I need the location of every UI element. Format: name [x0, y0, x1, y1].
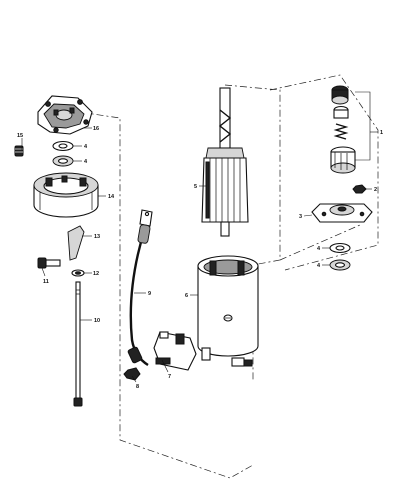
- leader-3: [303, 214, 313, 217]
- end-cap-hole: [53, 127, 59, 133]
- callout-4b: 4: [84, 159, 88, 165]
- bolt-shank: [45, 259, 61, 267]
- callout-13: 13: [94, 234, 100, 240]
- end-cap-hole: [77, 99, 83, 105]
- cable-terminal-bottom: [127, 346, 143, 364]
- brush-slot: [45, 177, 53, 187]
- through-bolt: [73, 281, 83, 407]
- drive-assembly: [311, 85, 373, 271]
- stop-nut-bottom: [331, 95, 349, 105]
- armature: [201, 87, 249, 237]
- callout-labels: 16 15 4 4 14 13 11 12 10 9 8 7 6 5 1 2 3…: [17, 126, 383, 390]
- callout-2: 2: [374, 187, 377, 193]
- leader-8: [131, 375, 137, 383]
- left-washers: [52, 140, 74, 167]
- drive-head-hole: [321, 211, 327, 217]
- leader-1-bracket: [355, 91, 371, 161]
- bracket-tab: [159, 331, 169, 339]
- small-washer-hole: [75, 271, 81, 275]
- housing-terminal: [243, 359, 253, 367]
- housing-field-pole: [237, 260, 245, 276]
- callout-1: 1: [380, 130, 383, 136]
- callout-4d: 4: [317, 263, 321, 269]
- callout-14: 14: [108, 194, 115, 200]
- armature-shaft-top: [219, 87, 231, 149]
- through-bolt-head: [73, 397, 83, 407]
- bracket-brush: [175, 333, 185, 345]
- armature-shaft-bottom: [220, 221, 230, 237]
- leader-lines: [21, 91, 378, 383]
- callout-4c: 4: [317, 246, 321, 252]
- bracket-brush: [155, 357, 171, 365]
- leader-7: [161, 359, 169, 373]
- cable-wire: [129, 224, 149, 367]
- washer-hole: [58, 143, 68, 149]
- housing-body: [197, 265, 259, 357]
- callout-4a: 4: [84, 144, 88, 150]
- callout-3: 3: [299, 214, 302, 220]
- end-cap-hole: [83, 119, 89, 125]
- through-bolt-shank: [75, 281, 81, 401]
- washer-hole: [57, 158, 69, 164]
- housing-foot: [231, 357, 245, 367]
- washer-hole: [335, 245, 345, 251]
- end-cap-hole: [45, 101, 51, 107]
- nut: [123, 367, 141, 381]
- housing-foot: [201, 347, 211, 361]
- callout-6: 6: [185, 293, 188, 299]
- right-alignment-line: [269, 74, 379, 271]
- cable: [127, 209, 153, 367]
- callout-8: 8: [136, 384, 139, 390]
- drive-head-bore: [337, 206, 347, 212]
- brush-slot: [79, 177, 87, 187]
- housing: [197, 255, 259, 367]
- end-cap-terminal: [69, 107, 75, 114]
- end-cap: [37, 95, 93, 135]
- armature-shade: [205, 161, 210, 219]
- collar-body: [333, 109, 349, 119]
- left-alignment-line: [51, 107, 254, 479]
- callout-16: 16: [93, 126, 99, 132]
- callout-11: 11: [43, 279, 49, 285]
- housing-field-pole: [209, 260, 217, 276]
- brush-slot: [61, 175, 68, 183]
- callout-15: 15: [17, 133, 23, 139]
- brush-lead: [67, 225, 85, 261]
- pinion-bottom: [330, 162, 356, 174]
- small-washer: [71, 269, 85, 277]
- armature-commutator: [205, 147, 245, 159]
- bolt: [37, 257, 61, 269]
- cable-terminal-hole: [144, 211, 150, 217]
- armature-core: [201, 157, 249, 223]
- drive-head-hole: [359, 211, 365, 217]
- nut-body: [123, 367, 141, 381]
- callout-9: 9: [148, 291, 151, 297]
- cable-boot: [137, 224, 151, 244]
- right-link-line: [279, 224, 361, 261]
- end-cap-terminal: [53, 109, 59, 116]
- leader-11: [41, 267, 46, 277]
- brush-lead-body: [67, 225, 85, 261]
- brush-bracket: [153, 331, 197, 371]
- bolt-head: [37, 257, 47, 269]
- callout-10: 10: [94, 318, 100, 324]
- screw: [14, 145, 24, 157]
- screw-body: [14, 145, 24, 157]
- brush-holder-ring: [33, 172, 99, 218]
- armature-helix: [218, 109, 232, 143]
- callout-12: 12: [93, 271, 99, 277]
- small-nut: [352, 184, 367, 194]
- callout-7: 7: [168, 374, 171, 380]
- washer-hole: [334, 262, 346, 268]
- callout-5: 5: [194, 184, 197, 190]
- spring: [333, 123, 349, 140]
